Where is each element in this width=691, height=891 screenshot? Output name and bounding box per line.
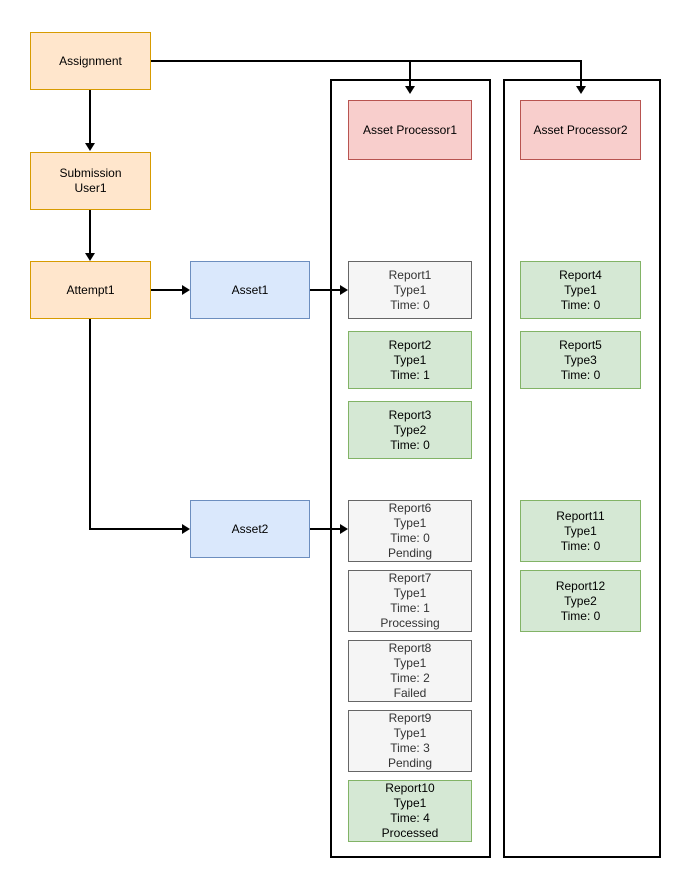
edge-attempt-to-asset1 <box>151 289 184 291</box>
node-report7[interactable]: Report7 Type1 Time: 1 Processing <box>348 570 472 632</box>
node-report6[interactable]: Report6 Type1 Time: 0 Pending <box>348 500 472 562</box>
arrowhead-assignment-to-submission <box>85 143 95 151</box>
node-report5[interactable]: Report5 Type3 Time: 0 <box>520 331 641 389</box>
node-asset1[interactable]: Asset1 <box>190 261 310 319</box>
node-report12[interactable]: Report12 Type2 Time: 0 <box>520 570 641 632</box>
node-report2[interactable]: Report2 Type1 Time: 1 <box>348 331 472 389</box>
arrowhead-attempt-to-asset1 <box>182 285 190 295</box>
edge-assignment-to-submission <box>89 90 91 144</box>
edge-attempt-to-asset2-horizontal <box>89 528 184 530</box>
node-report1[interactable]: Report1 Type1 Time: 0 <box>348 261 472 319</box>
node-report8[interactable]: Report8 Type1 Time: 2 Failed <box>348 640 472 702</box>
edge-asset2-to-report6 <box>310 528 345 530</box>
node-report11[interactable]: Report11 Type1 Time: 0 <box>520 500 641 562</box>
edge-submission-to-attempt <box>89 210 91 255</box>
node-asset-processor-1[interactable]: Asset Processor1 <box>348 100 472 160</box>
arrowhead-assignment-to-processor1 <box>405 86 415 94</box>
node-submission[interactable]: Submission User1 <box>30 152 151 210</box>
asset-processor-2-container <box>503 79 661 858</box>
node-asset2[interactable]: Asset2 <box>190 500 310 558</box>
node-report10[interactable]: Report10 Type1 Time: 4 Processed <box>348 780 472 842</box>
arrowhead-asset1-to-report1 <box>340 285 348 295</box>
arrowhead-assignment-to-processor2 <box>576 86 586 94</box>
edge-attempt-to-asset2-vertical <box>89 318 91 529</box>
arrowhead-submission-to-attempt <box>85 253 95 261</box>
arrowhead-asset2-to-report6 <box>340 524 348 534</box>
node-asset-processor-2[interactable]: Asset Processor2 <box>520 100 641 160</box>
node-report3[interactable]: Report3 Type2 Time: 0 <box>348 401 472 459</box>
node-assignment[interactable]: Assignment <box>30 32 151 90</box>
edge-assignment-to-processor2 <box>580 60 582 88</box>
edge-assignment-to-processor1 <box>409 60 411 88</box>
edge-asset1-to-report1 <box>310 289 345 291</box>
node-report4[interactable]: Report4 Type1 Time: 0 <box>520 261 641 319</box>
arrowhead-attempt-to-asset2 <box>182 524 190 534</box>
node-report9[interactable]: Report9 Type1 Time: 3 Pending <box>348 710 472 772</box>
edge-assignment-trunk <box>151 60 582 62</box>
node-attempt1[interactable]: Attempt1 <box>30 261 151 319</box>
